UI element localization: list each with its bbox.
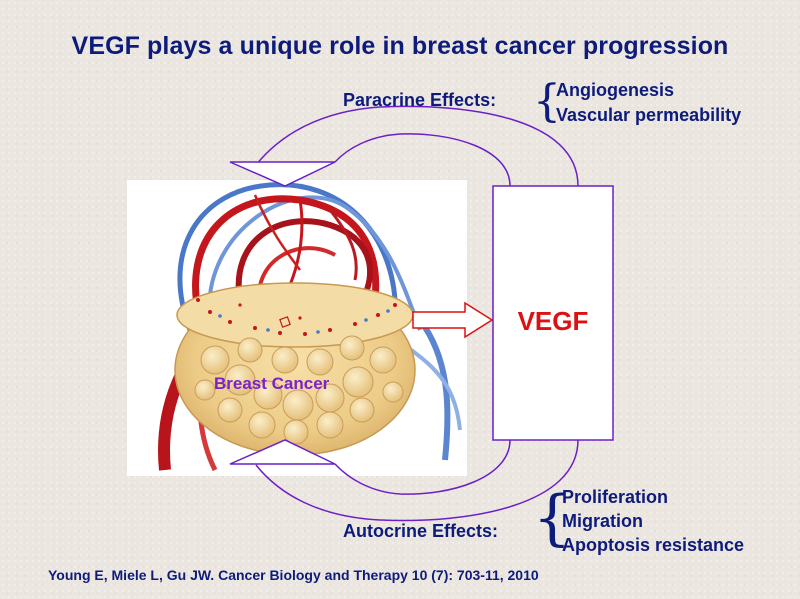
artery-vessel bbox=[328, 209, 358, 281]
tumor-site-marker bbox=[279, 316, 291, 328]
artery-vessel bbox=[253, 194, 302, 271]
paracrine-effects-label: Paracrine Effects: bbox=[343, 90, 497, 110]
breast-cancer-label: Breast Cancer bbox=[214, 374, 330, 393]
paracrine-brace: { bbox=[533, 76, 561, 127]
surface-cells bbox=[196, 298, 397, 336]
autocrine-effect-item: Migration bbox=[562, 511, 643, 531]
slide-title: VEGF plays a unique role in breast cance… bbox=[71, 32, 729, 60]
vein-vessel bbox=[207, 195, 422, 331]
autocrine-arrowhead bbox=[229, 439, 336, 465]
surface-cells-blue bbox=[218, 309, 390, 334]
autocrine-effects-label: Autocrine Effects: bbox=[343, 521, 499, 541]
paracrine-arrowhead bbox=[229, 161, 336, 187]
vegf-box bbox=[492, 185, 614, 441]
breast-tumor-illustration bbox=[158, 182, 462, 472]
autocrine-inner-arc bbox=[334, 439, 511, 495]
autocrine-brace: { bbox=[533, 483, 572, 553]
paracrine-inner-arc bbox=[334, 133, 511, 187]
paracrine-outer-arc bbox=[255, 105, 579, 187]
artery-vessel bbox=[288, 199, 304, 286]
secretion-arrow bbox=[412, 301, 494, 339]
autocrine-outer-arc bbox=[255, 439, 579, 522]
fat-lobules bbox=[194, 335, 404, 445]
artery-vessel bbox=[235, 218, 373, 307]
autocrine-effect-item: Apoptosis resistance bbox=[562, 535, 745, 555]
citation: Young E, Miele L, Gu JW. Cancer Biology … bbox=[48, 567, 539, 583]
paracrine-effect-item: Angiogenesis bbox=[556, 80, 675, 100]
artery-vessel bbox=[192, 195, 380, 321]
paracrine-effect-item: Vascular permeability bbox=[556, 105, 742, 125]
autocrine-arrows bbox=[229, 439, 579, 522]
vegf-label: VEGF bbox=[517, 306, 589, 336]
paracrine-arrows bbox=[229, 105, 579, 187]
autocrine-effect-item: Proliferation bbox=[562, 487, 669, 507]
